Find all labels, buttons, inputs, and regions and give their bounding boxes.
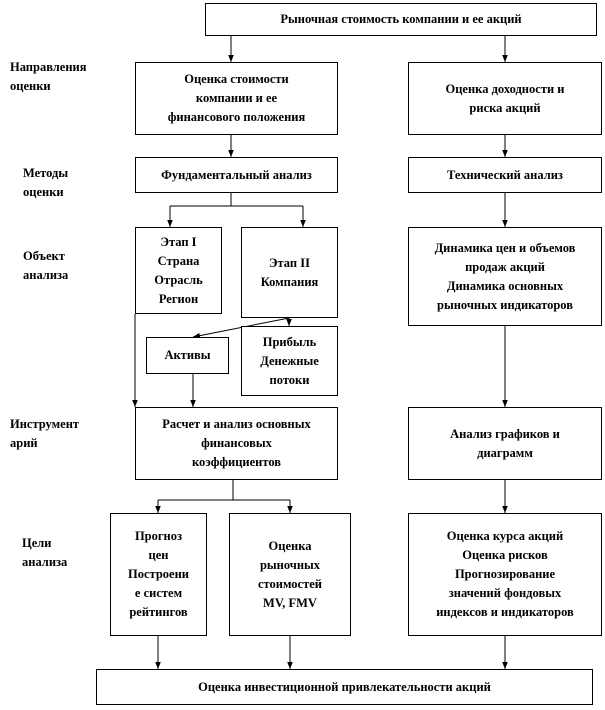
text-line: е систем [134, 586, 183, 600]
text-line: Прогноз [134, 529, 183, 543]
box-technical-analysis: Технический анализ [408, 157, 602, 193]
text-line: Динамика цен и объемов [434, 240, 576, 255]
text-line: Активы [164, 348, 211, 362]
text-line: значений фондовых [448, 586, 562, 600]
text-line: Оценка доходности и [445, 81, 565, 96]
text-line: рейтингов [129, 605, 188, 619]
text-line: Цели [22, 536, 52, 550]
text-line: Прогнозирование [454, 567, 556, 581]
text-line: Инструмент [10, 417, 80, 431]
text-line: анализа [22, 555, 68, 569]
text-line: компании и ее [195, 91, 278, 105]
text-line: финансовых [201, 436, 272, 450]
text-line: диаграмм [477, 445, 533, 460]
text-line: Регион [158, 291, 199, 306]
text-line: Фундаментальный анализ [161, 167, 312, 182]
text-line: Оценка курса акций [446, 529, 564, 543]
label-instrument: Инструмент арий [10, 415, 79, 453]
text-line: Компания [260, 274, 319, 289]
text-line: Направления [10, 60, 87, 74]
text-line: Отрасль [154, 272, 203, 287]
text-line: Этап II [269, 255, 310, 270]
label-object: Объект анализа [23, 247, 68, 285]
text-line: Страна [157, 253, 200, 268]
text-line: продаж акций [465, 259, 545, 274]
text-line: потоки [269, 372, 310, 387]
text-line: анализа [23, 268, 69, 282]
label-methods: Методы оценки [23, 164, 68, 202]
text-line: Объект [23, 249, 65, 263]
text-line: коэффициентов [191, 455, 282, 469]
box-financial-ratios: Расчет и анализ основных финансовых коэффи… [135, 407, 338, 480]
text-line: Технический анализ [447, 167, 563, 182]
text-line: рыночных [259, 557, 321, 572]
text-line: Оценка рисков [462, 548, 548, 562]
box-profitability-risk: Оценка доходности и риска акций [408, 62, 602, 135]
text-line: Денежные [260, 353, 319, 368]
text-line: оценки [23, 185, 64, 199]
label-directions: Направления оценки [10, 58, 87, 96]
text-line: Методы [23, 166, 69, 180]
box-assets: Активы [146, 337, 229, 374]
text-line: арий [10, 436, 38, 450]
text-line: Анализ графиков и [450, 426, 560, 441]
text-line: Прибыль [262, 334, 317, 349]
text-line: индексов и индикаторов [436, 605, 574, 619]
text-line: Оценка инвестиционной привлекательности … [198, 679, 491, 694]
text-line: Динамика основных [446, 278, 564, 293]
text-line: Оценка [268, 538, 312, 553]
text-line: риска акций [469, 100, 541, 115]
text-line: финансового положения [167, 110, 306, 124]
box-company-valuation: Оценка стоимости компании и ее финансового… [135, 62, 338, 135]
box-market-value-company: Рыночная стоимость компании и ее акций [205, 3, 597, 36]
box-stage-2: Этап II Компания [241, 227, 338, 318]
text-line: Расчет и анализ основных [162, 417, 311, 431]
label-goals: Цели анализа [22, 534, 67, 572]
text-line: стоимостей [257, 576, 322, 591]
box-fundamental-analysis: Фундаментальный анализ [135, 157, 338, 193]
box-chart-analysis: Анализ графиков и диаграмм [408, 407, 602, 480]
text-line: рыночных индикаторов [437, 297, 573, 312]
text-line: Построени [128, 567, 189, 581]
text-line: Рыночная стоимость компании и ее акций [280, 12, 522, 26]
text-line: MV, FMV [263, 595, 317, 610]
box-investment-attractiveness: Оценка инвестиционной привлекательности … [96, 669, 593, 705]
text-line: Этап I [160, 234, 197, 249]
text-line: цен [148, 548, 169, 562]
text-line: Оценка стоимости [184, 72, 289, 86]
text-line: оценки [10, 79, 51, 93]
